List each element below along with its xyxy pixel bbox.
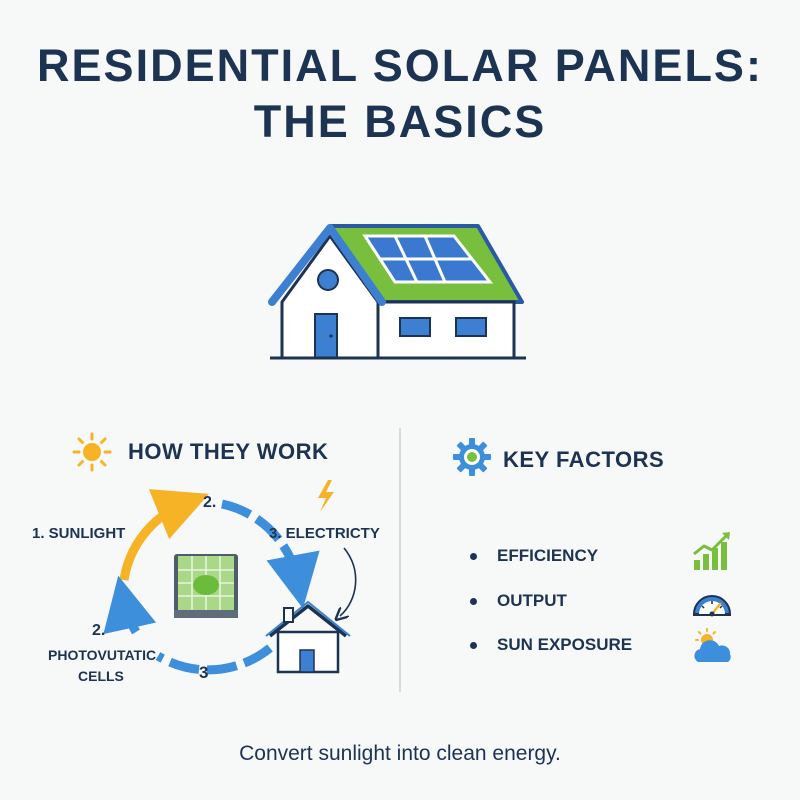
factor-item-output: OUTPUT	[470, 588, 567, 614]
lightning-icon	[318, 480, 334, 512]
bullet-icon	[470, 597, 477, 605]
footer-caption: Convert sunlight into clean energy.	[239, 742, 561, 765]
electricity-to-house-arrow	[340, 547, 357, 616]
sun-icon	[72, 432, 112, 472]
step-2-cells-number: 2.	[92, 622, 106, 639]
title-line-1: RESIDENTIAL SOLAR PANELS:	[37, 40, 763, 91]
factor-label: SUN EXPOSURE	[497, 635, 633, 654]
how-they-work-heading: HOW THEY WORK	[128, 439, 329, 464]
step-sunlight-label: 1. SUNLIGHT	[32, 525, 126, 542]
bar-chart-growth-icon	[693, 532, 730, 570]
step-2-top-label: 2.	[203, 494, 217, 511]
gauge-icon	[692, 595, 732, 617]
factor-item-sun-exposure: SUN EXPOSURE	[470, 632, 632, 658]
title-line-2: THE BASICS	[253, 96, 547, 147]
factor-item-efficiency: EFFICIENCY	[470, 543, 598, 569]
bullet-icon	[470, 552, 477, 560]
step-3-label: 3	[199, 663, 209, 682]
page-title: RESIDENTIAL SOLAR PANELS: THE BASICS	[0, 38, 800, 150]
section-divider	[399, 428, 401, 692]
left-cycle-arrow	[103, 575, 157, 635]
sun-cloud-icon	[694, 628, 731, 662]
small-house-icon	[265, 600, 351, 674]
sunlight-arrow	[119, 489, 210, 581]
electricity-arrow	[220, 499, 320, 609]
bottom-cycle-arrow	[155, 644, 273, 675]
key-factors-heading: KEY FACTORS	[503, 447, 665, 472]
step-electricity-label: 3. ELECTRICTY	[269, 525, 380, 542]
step-cells-line-1: PHOTOVUTATIC	[48, 647, 157, 663]
house-with-solar-panels-illustration	[268, 224, 526, 360]
gear-icon	[453, 438, 491, 476]
photovoltaic-cell-icon	[174, 554, 238, 618]
bullet-icon	[470, 641, 477, 649]
factor-label: OUTPUT	[497, 591, 567, 610]
step-cells-line-2: CELLS	[78, 668, 124, 684]
factor-label: EFFICIENCY	[497, 546, 599, 565]
solar-cycle-diagram	[103, 480, 357, 675]
solar-panel-icon	[362, 234, 494, 284]
